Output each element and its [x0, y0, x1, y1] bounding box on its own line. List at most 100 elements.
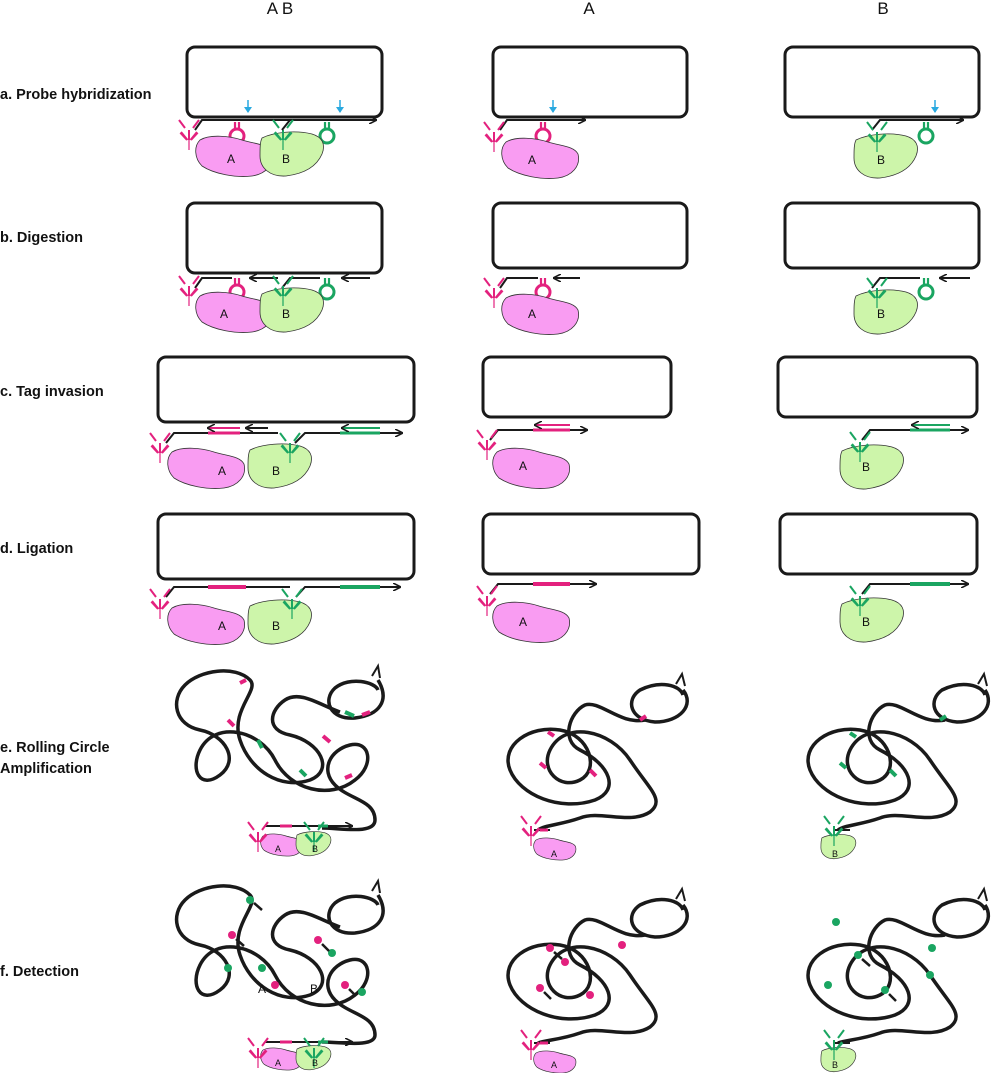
cleavage-arrow-icon — [243, 99, 253, 114]
protein-a-label: A — [528, 153, 536, 167]
protein-a-label: A — [551, 1060, 557, 1070]
detection-probe-green — [246, 896, 254, 904]
protein-b-label: B — [877, 153, 885, 167]
protein-b-blob — [259, 287, 325, 333]
hairpin-probe-icon — [917, 120, 935, 145]
panel-c-ab: A B — [149, 355, 416, 490]
detection-probe-green — [928, 944, 936, 952]
panel-a-b: B — [783, 45, 981, 179]
hairpin-probe-icon — [318, 120, 336, 145]
detection-probe-green — [224, 964, 232, 972]
panel-f-ab: A B A B — [174, 878, 385, 1071]
panel-e-ab: A B — [174, 663, 385, 857]
detection-probe-magenta — [271, 981, 279, 989]
panel-a-ab: A B — [178, 45, 384, 178]
detection-probe-green — [832, 918, 840, 926]
detection-probe-magenta — [536, 984, 544, 992]
protein-a-label: A — [519, 615, 527, 629]
protein-a-blob — [501, 293, 580, 336]
row-label-detection: f. Detection — [0, 964, 79, 980]
detection-probe-green — [328, 949, 336, 957]
antibody-icon — [178, 119, 200, 151]
detection-probe-magenta — [341, 981, 349, 989]
protein-b-label: B — [832, 1060, 838, 1070]
protein-b-blob — [839, 597, 905, 643]
panel-b-a: A — [483, 201, 689, 336]
protein-a-label: A — [551, 849, 557, 859]
detection-probe-green — [358, 988, 366, 996]
cleavage-arrow-icon — [930, 99, 940, 114]
protein-b-label: B — [312, 1058, 318, 1068]
protein-a-label: A — [275, 1058, 281, 1068]
row-label-rca-line2: Amplification — [0, 761, 92, 777]
protein-a-blob — [501, 137, 580, 180]
panel-d-a: A — [476, 512, 701, 644]
row-label-digestion: b. Digestion — [0, 230, 83, 246]
panel-a-a: A — [483, 45, 689, 180]
protein-a-label: A — [519, 459, 527, 473]
protein-b-label: B — [862, 615, 870, 629]
row-label-rca-line1: e. Rolling Circle — [0, 740, 110, 756]
detection-probe-magenta — [228, 931, 236, 939]
cleavage-arrow-icon — [548, 99, 558, 114]
protein-a-label: A — [220, 307, 228, 321]
detection-probe-magenta — [314, 936, 322, 944]
detection-label-a: A — [258, 982, 266, 996]
protein-b-label: B — [832, 849, 838, 859]
detection-probe-green — [854, 951, 862, 959]
antibody-icon — [483, 121, 505, 153]
protein-b-blob — [853, 289, 919, 335]
panel-e-b: B — [806, 671, 991, 860]
protein-a-blob — [492, 601, 571, 644]
protein-b-blob — [820, 834, 857, 860]
protein-b-label: B — [282, 307, 290, 321]
protein-b-label: B — [272, 464, 280, 478]
protein-a-label: A — [227, 152, 235, 166]
panel-e-a: A — [506, 671, 689, 861]
panel-c-a: A — [476, 355, 673, 490]
panel-d-b: B — [778, 512, 979, 643]
protein-a-label: A — [218, 619, 226, 633]
panel-c-b: B — [776, 355, 979, 490]
protein-a-label: A — [275, 844, 281, 854]
protein-b-label: B — [272, 619, 280, 633]
protein-b-label: B — [877, 307, 885, 321]
hairpin-probe-icon — [917, 276, 935, 301]
protein-b-blob — [259, 131, 325, 177]
detection-probe-magenta — [618, 941, 626, 949]
hairpin-probe-icon — [318, 276, 336, 301]
column-header-a: A — [583, 0, 595, 18]
panel-b-b: B — [783, 201, 981, 335]
detection-label-b: B — [310, 982, 318, 996]
column-header-b: B — [877, 0, 888, 18]
row-label-probe-hybridization: a. Probe hybridization — [0, 87, 151, 103]
detection-probe-green — [258, 964, 266, 972]
row-label-tag-invasion: c. Tag invasion — [0, 384, 104, 400]
panel-f-a: A — [506, 886, 689, 1073]
column-header-ab: A B — [267, 0, 293, 18]
detection-probe-green — [926, 971, 934, 979]
protein-b-blob — [839, 444, 905, 490]
detection-probe-green — [881, 986, 889, 994]
detection-probe-magenta — [546, 944, 554, 952]
protein-b-label: B — [312, 844, 318, 854]
panel-f-b: B — [806, 886, 991, 1073]
protein-b-label: B — [862, 460, 870, 474]
cleavage-arrow-icon — [335, 99, 345, 114]
antibody-icon — [149, 432, 171, 464]
detection-probe-green — [824, 981, 832, 989]
protein-a-blob — [492, 447, 571, 490]
antibody-icon — [483, 277, 505, 309]
antibody-icon — [149, 588, 171, 620]
row-label-ligation: d. Ligation — [0, 541, 73, 557]
protein-a-label: A — [218, 464, 226, 478]
panel-b-ab: A B — [178, 201, 384, 334]
protein-b-blob — [853, 133, 919, 179]
protein-a-blob — [167, 603, 246, 646]
detection-probe-magenta — [561, 958, 569, 966]
protein-b-label: B — [282, 152, 290, 166]
antibody-icon — [178, 275, 200, 307]
protein-b-blob — [820, 1047, 857, 1073]
detection-probe-magenta — [586, 991, 594, 999]
